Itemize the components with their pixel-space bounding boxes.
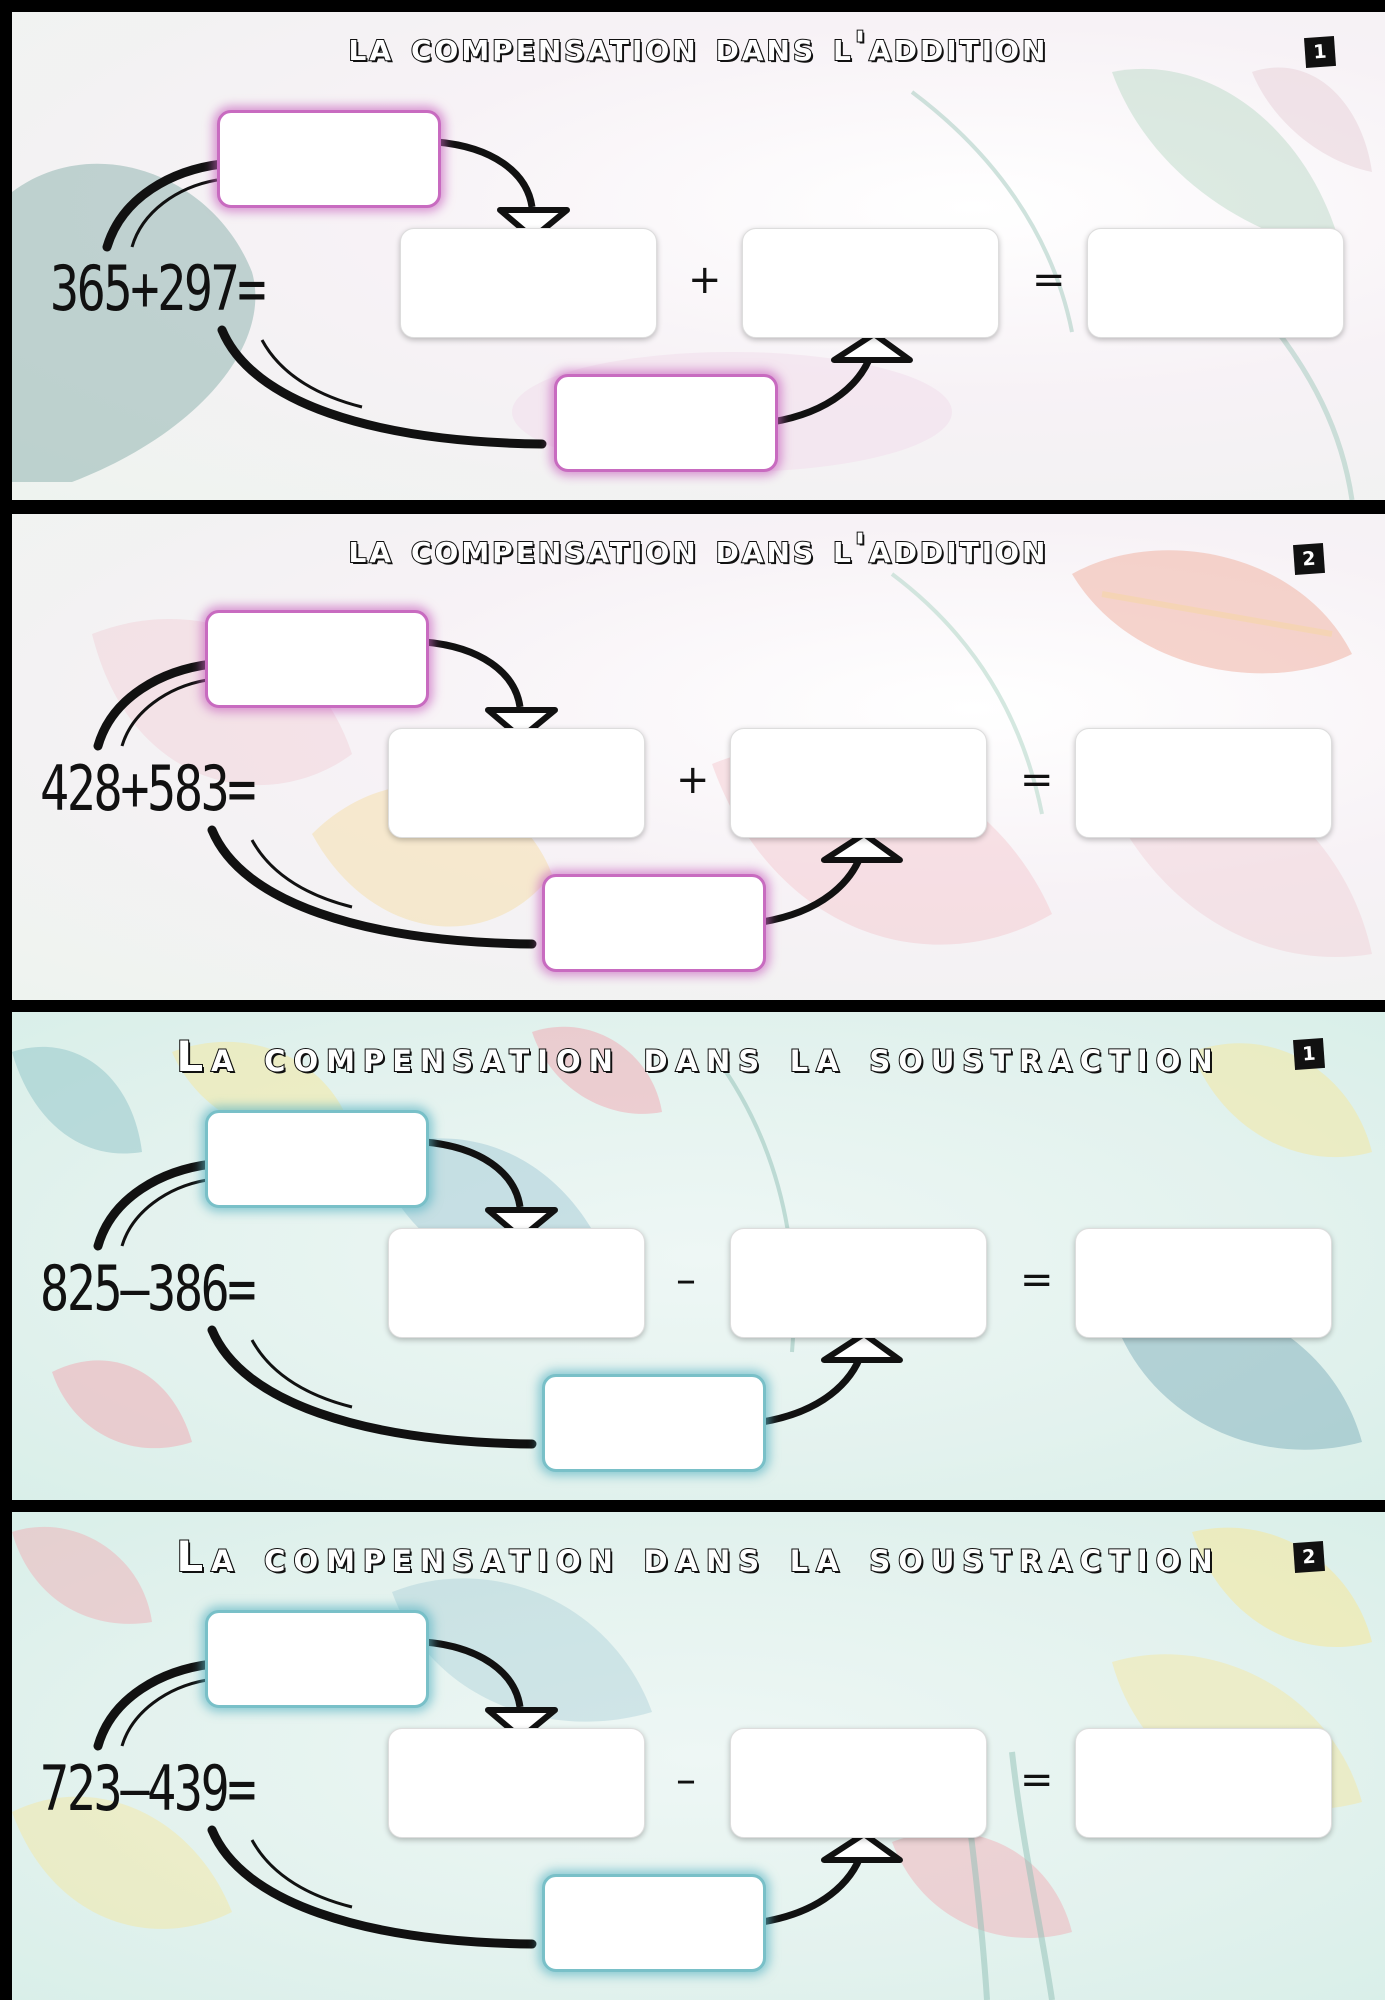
operator-sign: + xyxy=(688,257,722,303)
equals-sign: = xyxy=(1032,257,1066,303)
result-box[interactable] xyxy=(1075,1228,1332,1338)
equals-sign: = xyxy=(1020,1757,1054,1803)
section-subtraction-1: La compensation dans la soustraction 1 8… xyxy=(12,1012,1385,1500)
answer-box-1[interactable] xyxy=(400,228,657,338)
decomposition-box-top[interactable] xyxy=(217,110,441,208)
operator-sign: + xyxy=(676,757,710,803)
result-box[interactable] xyxy=(1075,1728,1332,1838)
operation-expression: 365+297= xyxy=(50,252,267,325)
answer-box-1[interactable] xyxy=(388,1728,645,1838)
result-box[interactable] xyxy=(1087,228,1344,338)
decomposition-box-bottom[interactable] xyxy=(542,1374,766,1472)
section-title: la compensation dans l'addition xyxy=(348,23,1049,71)
section-addition-2: la compensation dans l'addition 2 428+58… xyxy=(12,514,1385,1000)
answer-box-1[interactable] xyxy=(388,728,645,838)
operation-expression: 825–386= xyxy=(40,1252,257,1325)
answer-box-2[interactable] xyxy=(730,728,987,838)
section-addition-1: la compensation dans l'addition 1 365+29… xyxy=(12,12,1385,500)
answer-box-2[interactable] xyxy=(730,1728,987,1838)
decomposition-box-bottom[interactable] xyxy=(554,374,778,472)
compensation-arrows xyxy=(93,1138,903,1449)
decomposition-box-top[interactable] xyxy=(205,1110,429,1208)
compensation-arrows xyxy=(93,638,903,949)
result-box[interactable] xyxy=(1075,728,1332,838)
decomposition-box-bottom[interactable] xyxy=(542,1874,766,1972)
section-title: la compensation dans l'addition xyxy=(348,525,1049,573)
answer-box-2[interactable] xyxy=(742,228,999,338)
equals-sign: = xyxy=(1020,1257,1054,1303)
section-title: La compensation dans la soustraction xyxy=(175,1531,1221,1582)
operation-expression: 428+583= xyxy=(40,752,257,825)
compensation-arrows xyxy=(93,1638,903,1949)
answer-box-1[interactable] xyxy=(388,1228,645,1338)
operator-sign: – xyxy=(676,1757,696,1803)
decomposition-box-top[interactable] xyxy=(205,610,429,708)
decomposition-box-top[interactable] xyxy=(205,1610,429,1708)
section-subtraction-2: La compensation dans la soustraction 2 7… xyxy=(12,1512,1385,2000)
section-title: La compensation dans la soustraction xyxy=(175,1031,1221,1082)
answer-box-2[interactable] xyxy=(730,1228,987,1338)
operator-sign: – xyxy=(676,1257,696,1303)
equals-sign: = xyxy=(1020,757,1054,803)
compensation-arrows xyxy=(102,138,913,449)
operation-expression: 723–439= xyxy=(40,1752,257,1825)
decomposition-box-bottom[interactable] xyxy=(542,874,766,972)
